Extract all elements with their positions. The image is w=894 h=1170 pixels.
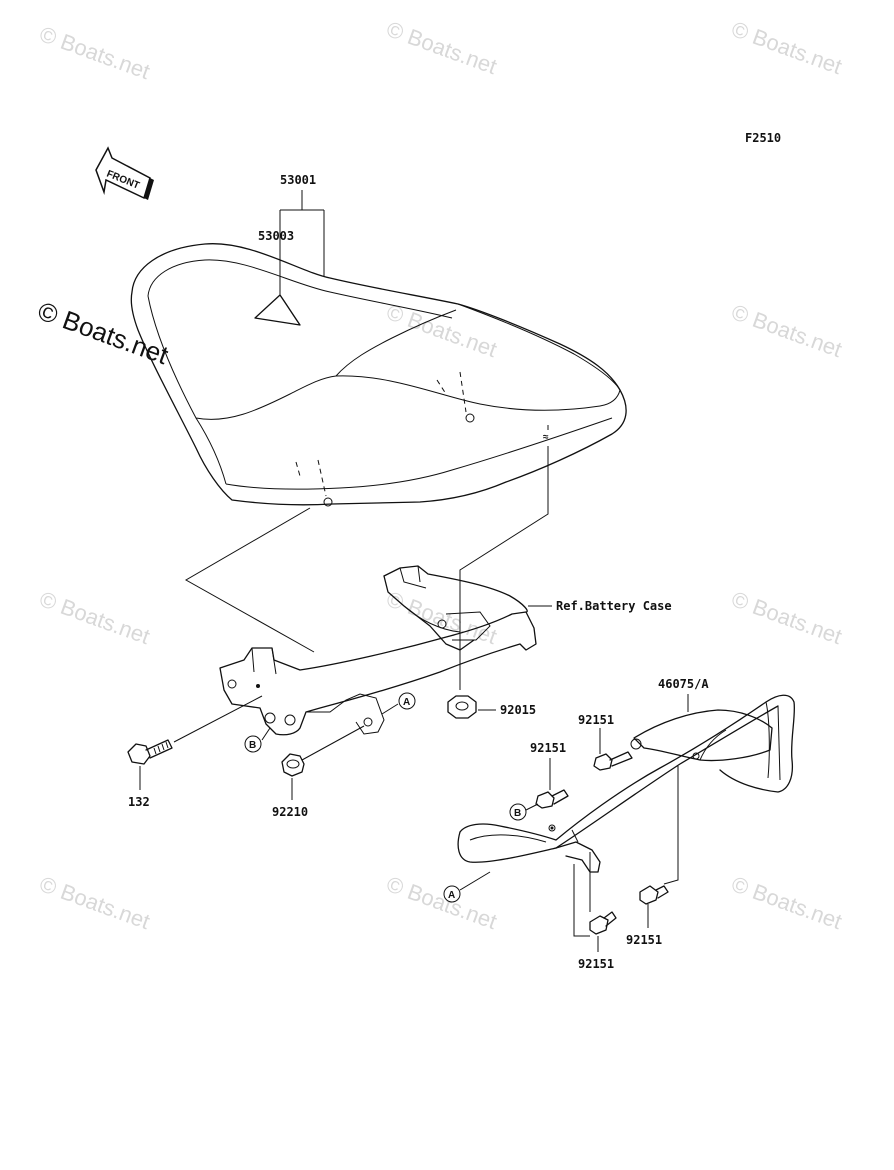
bolt-92151-right: [639, 885, 669, 905]
label-92210: 92210: [272, 805, 308, 819]
watermark: © Boats.net: [728, 16, 845, 79]
leader-a-rail: [459, 871, 491, 891]
hook-mark: ≈: [543, 432, 549, 443]
watermark: © Boats.net: [383, 871, 500, 934]
watermark: © Boats.net: [36, 871, 153, 934]
leader-b-rail: [525, 803, 539, 811]
label-92015: 92015: [500, 703, 536, 717]
callout-b-rail-label: B: [514, 808, 521, 819]
watermark: © Boats.net: [36, 586, 153, 649]
label-92151-right: 92151: [626, 933, 662, 947]
label-46075a: 46075/A: [658, 677, 709, 691]
leader-92210: [301, 725, 365, 761]
leader-53001: [279, 190, 325, 296]
watermarks: © Boats.net © Boats.net © Boats.net © Bo…: [34, 16, 845, 934]
label-92151-bottom: 92151: [578, 957, 614, 971]
nut-92015: [447, 695, 477, 719]
label-92151-mid: 92151: [530, 741, 566, 755]
label-53003: 53003: [258, 229, 294, 243]
label-ref-battery-case: Ref.Battery Case: [556, 599, 672, 613]
watermark: © Boats.net: [383, 299, 500, 362]
watermark: © Boats.net: [728, 299, 845, 362]
callout-b-frame-label: B: [249, 740, 256, 751]
watermark-large: © Boats.net: [34, 295, 173, 370]
leader-seat-rear: [459, 446, 549, 690]
callout-a-rail-label: A: [448, 890, 455, 901]
leader-132: [173, 695, 263, 743]
bolt-92151-upper: [593, 751, 633, 771]
bolt-92151-bottom: [589, 911, 617, 935]
leader-92151-bottom: [573, 852, 591, 937]
leader-b-frame: [261, 727, 271, 741]
label-92151-upper: 92151: [578, 713, 614, 727]
seat: ≈: [130, 243, 627, 507]
callout-b-frame: [244, 735, 262, 753]
figure-code: F2510: [745, 131, 781, 145]
callout-a-frame: [398, 692, 416, 710]
watermark: © Boats.net: [728, 871, 845, 934]
bolt-132: [127, 739, 173, 765]
front-arrow-icon: FRONT: [95, 146, 154, 200]
watermark: © Boats.net: [383, 16, 500, 79]
cap-92210: [281, 753, 305, 777]
callout-a-frame-label: A: [403, 697, 410, 708]
dash-line: [436, 371, 467, 413]
grab-rail: [457, 694, 796, 873]
leader-a-frame: [381, 703, 399, 715]
callout-a-rail: [443, 885, 461, 903]
callout-b-rail: [509, 803, 527, 821]
bolt-92151-mid: [535, 789, 569, 809]
label-53001: 53001: [280, 173, 316, 187]
watermark: © Boats.net: [728, 586, 845, 649]
label-132: 132: [128, 795, 150, 809]
leader-seat-front: [184, 507, 315, 653]
watermark: © Boats.net: [36, 21, 153, 84]
dash-line: [295, 459, 327, 497]
leader-92151-right: [663, 766, 679, 885]
seat-frame: [219, 565, 537, 736]
